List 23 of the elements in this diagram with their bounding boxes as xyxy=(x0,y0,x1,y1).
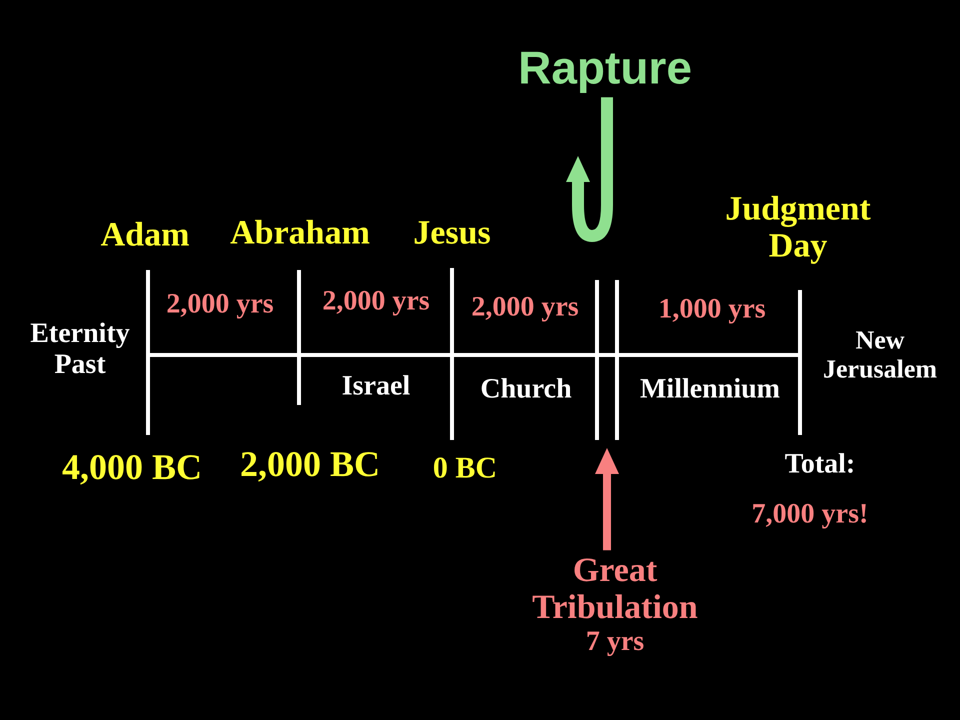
timeline-label: 7,000 yrs! xyxy=(752,500,868,530)
timeline-label: 2,000 yrs xyxy=(166,290,274,320)
timeline-label: 4,000 BC xyxy=(62,448,202,488)
timeline-label: Eternity Past xyxy=(29,319,131,381)
timeline-label: Israel xyxy=(342,372,410,402)
timeline-label: 0 BC xyxy=(432,452,498,484)
timeline-label: 2,000 BC xyxy=(240,445,380,485)
timeline-label: 2,000 yrs xyxy=(322,286,430,318)
timeline-label: Abraham xyxy=(230,214,370,252)
timeline-label: Judgment Day xyxy=(724,190,872,266)
arrow xyxy=(595,448,619,550)
timeline-label: Millennium xyxy=(640,374,780,406)
timeline-label: Jesus xyxy=(413,214,491,252)
event-heading: Great Tribulation xyxy=(531,552,699,627)
timeline-label: New Jerusalem xyxy=(822,326,938,384)
event-heading: Rapture xyxy=(517,42,693,94)
timeline-label: 2,000 yrs xyxy=(471,292,579,324)
timeline-label: Adam xyxy=(100,216,190,254)
arrow xyxy=(566,97,613,242)
timeline-label: Total: xyxy=(784,450,856,480)
duration-text: 7 yrs xyxy=(584,627,646,658)
timeline-label: Church xyxy=(480,374,572,406)
timeline-label: 1,000 yrs xyxy=(658,294,766,326)
